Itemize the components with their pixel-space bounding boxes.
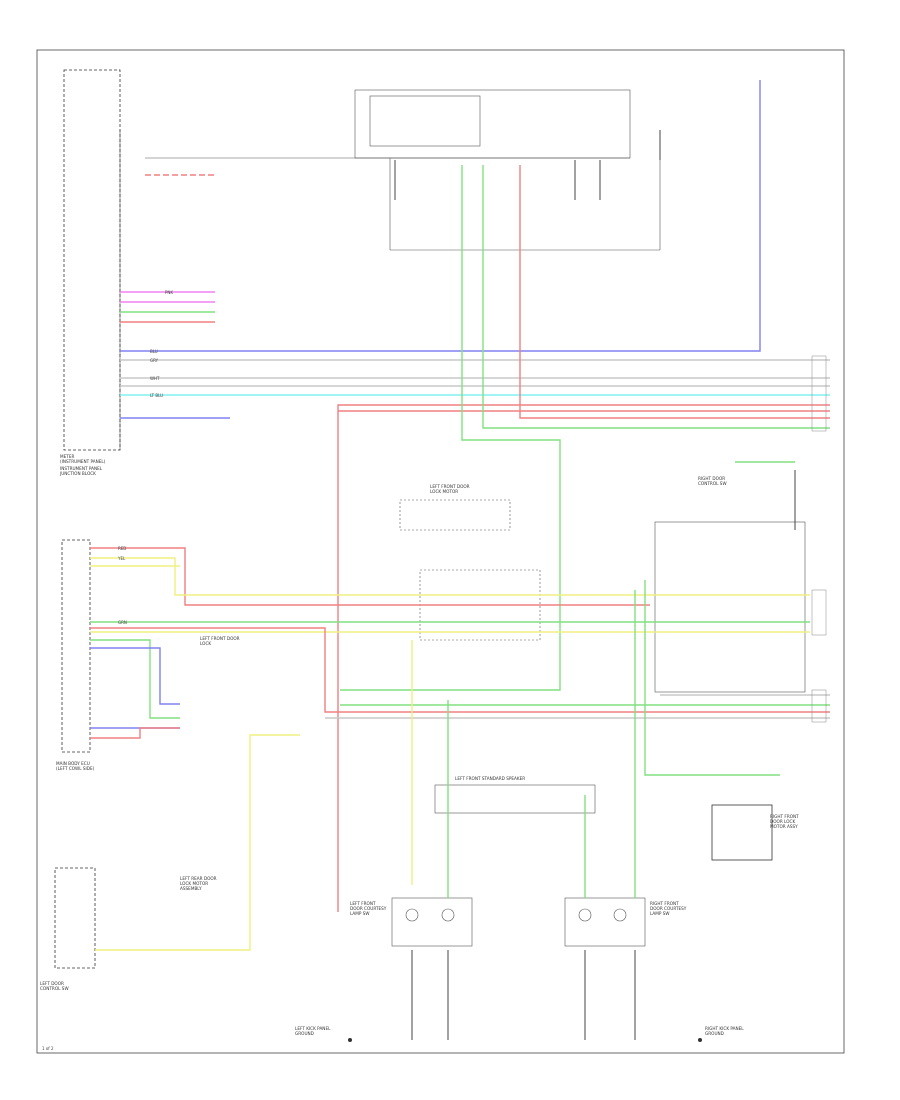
wire-label-white: WHT [150, 376, 160, 381]
wire-label-yellow: YEL [117, 556, 126, 561]
wire-label-pink: PNK [165, 290, 173, 295]
wire-label-gray: GRY [150, 358, 159, 363]
meter-cluster: METER(INSTRUMENT PANEL) INSTRUMENT PANEL… [59, 69, 121, 476]
wire-label-red: RED [118, 546, 126, 551]
wire-blue-3 [90, 647, 180, 705]
wire-yellow-5 [95, 734, 300, 951]
main-body-ecu-label: MAIN BODY ECU(LEFT COWL SIDE) [56, 761, 95, 771]
left-front-speaker-label: LEFT FRONT STANDARD SPEAKER [455, 776, 525, 781]
wire-yellow-1 [90, 557, 810, 596]
left-front-speaker: LEFT FRONT STANDARD SPEAKER [434, 776, 596, 814]
wire-red-6 [90, 727, 180, 739]
wire-bundle [90, 80, 830, 951]
wire-red-5 [90, 627, 830, 713]
wire-green-2 [340, 165, 561, 691]
black-drops [394, 130, 796, 1040]
page-marker: 1 of 2 [42, 1046, 54, 1051]
right-connectors [811, 355, 827, 723]
wire-green-3 [482, 165, 830, 429]
main-body-ecu: MAIN BODY ECU(LEFT COWL SIDE) [56, 539, 95, 771]
wire-color-labels: BLU LT BLU RED YEL GRN PNK GRY WHT [117, 290, 173, 625]
wire-red-4 [90, 547, 650, 606]
wire-label-cyan: LT BLU [150, 393, 163, 398]
wire-label-blue: BLU [150, 349, 158, 354]
wire-label-green: GRN [118, 620, 127, 625]
wire-red-1 [519, 165, 830, 419]
wire-blue-1 [120, 80, 761, 352]
wire-green-5 [90, 639, 180, 719]
meter-cluster-label: METER(INSTRUMENT PANEL) [60, 454, 106, 464]
wire-green-9 [644, 580, 780, 776]
top-fuse-area [119, 89, 661, 450]
diagram-border [36, 49, 845, 1054]
wire-red-2 [337, 404, 830, 912]
